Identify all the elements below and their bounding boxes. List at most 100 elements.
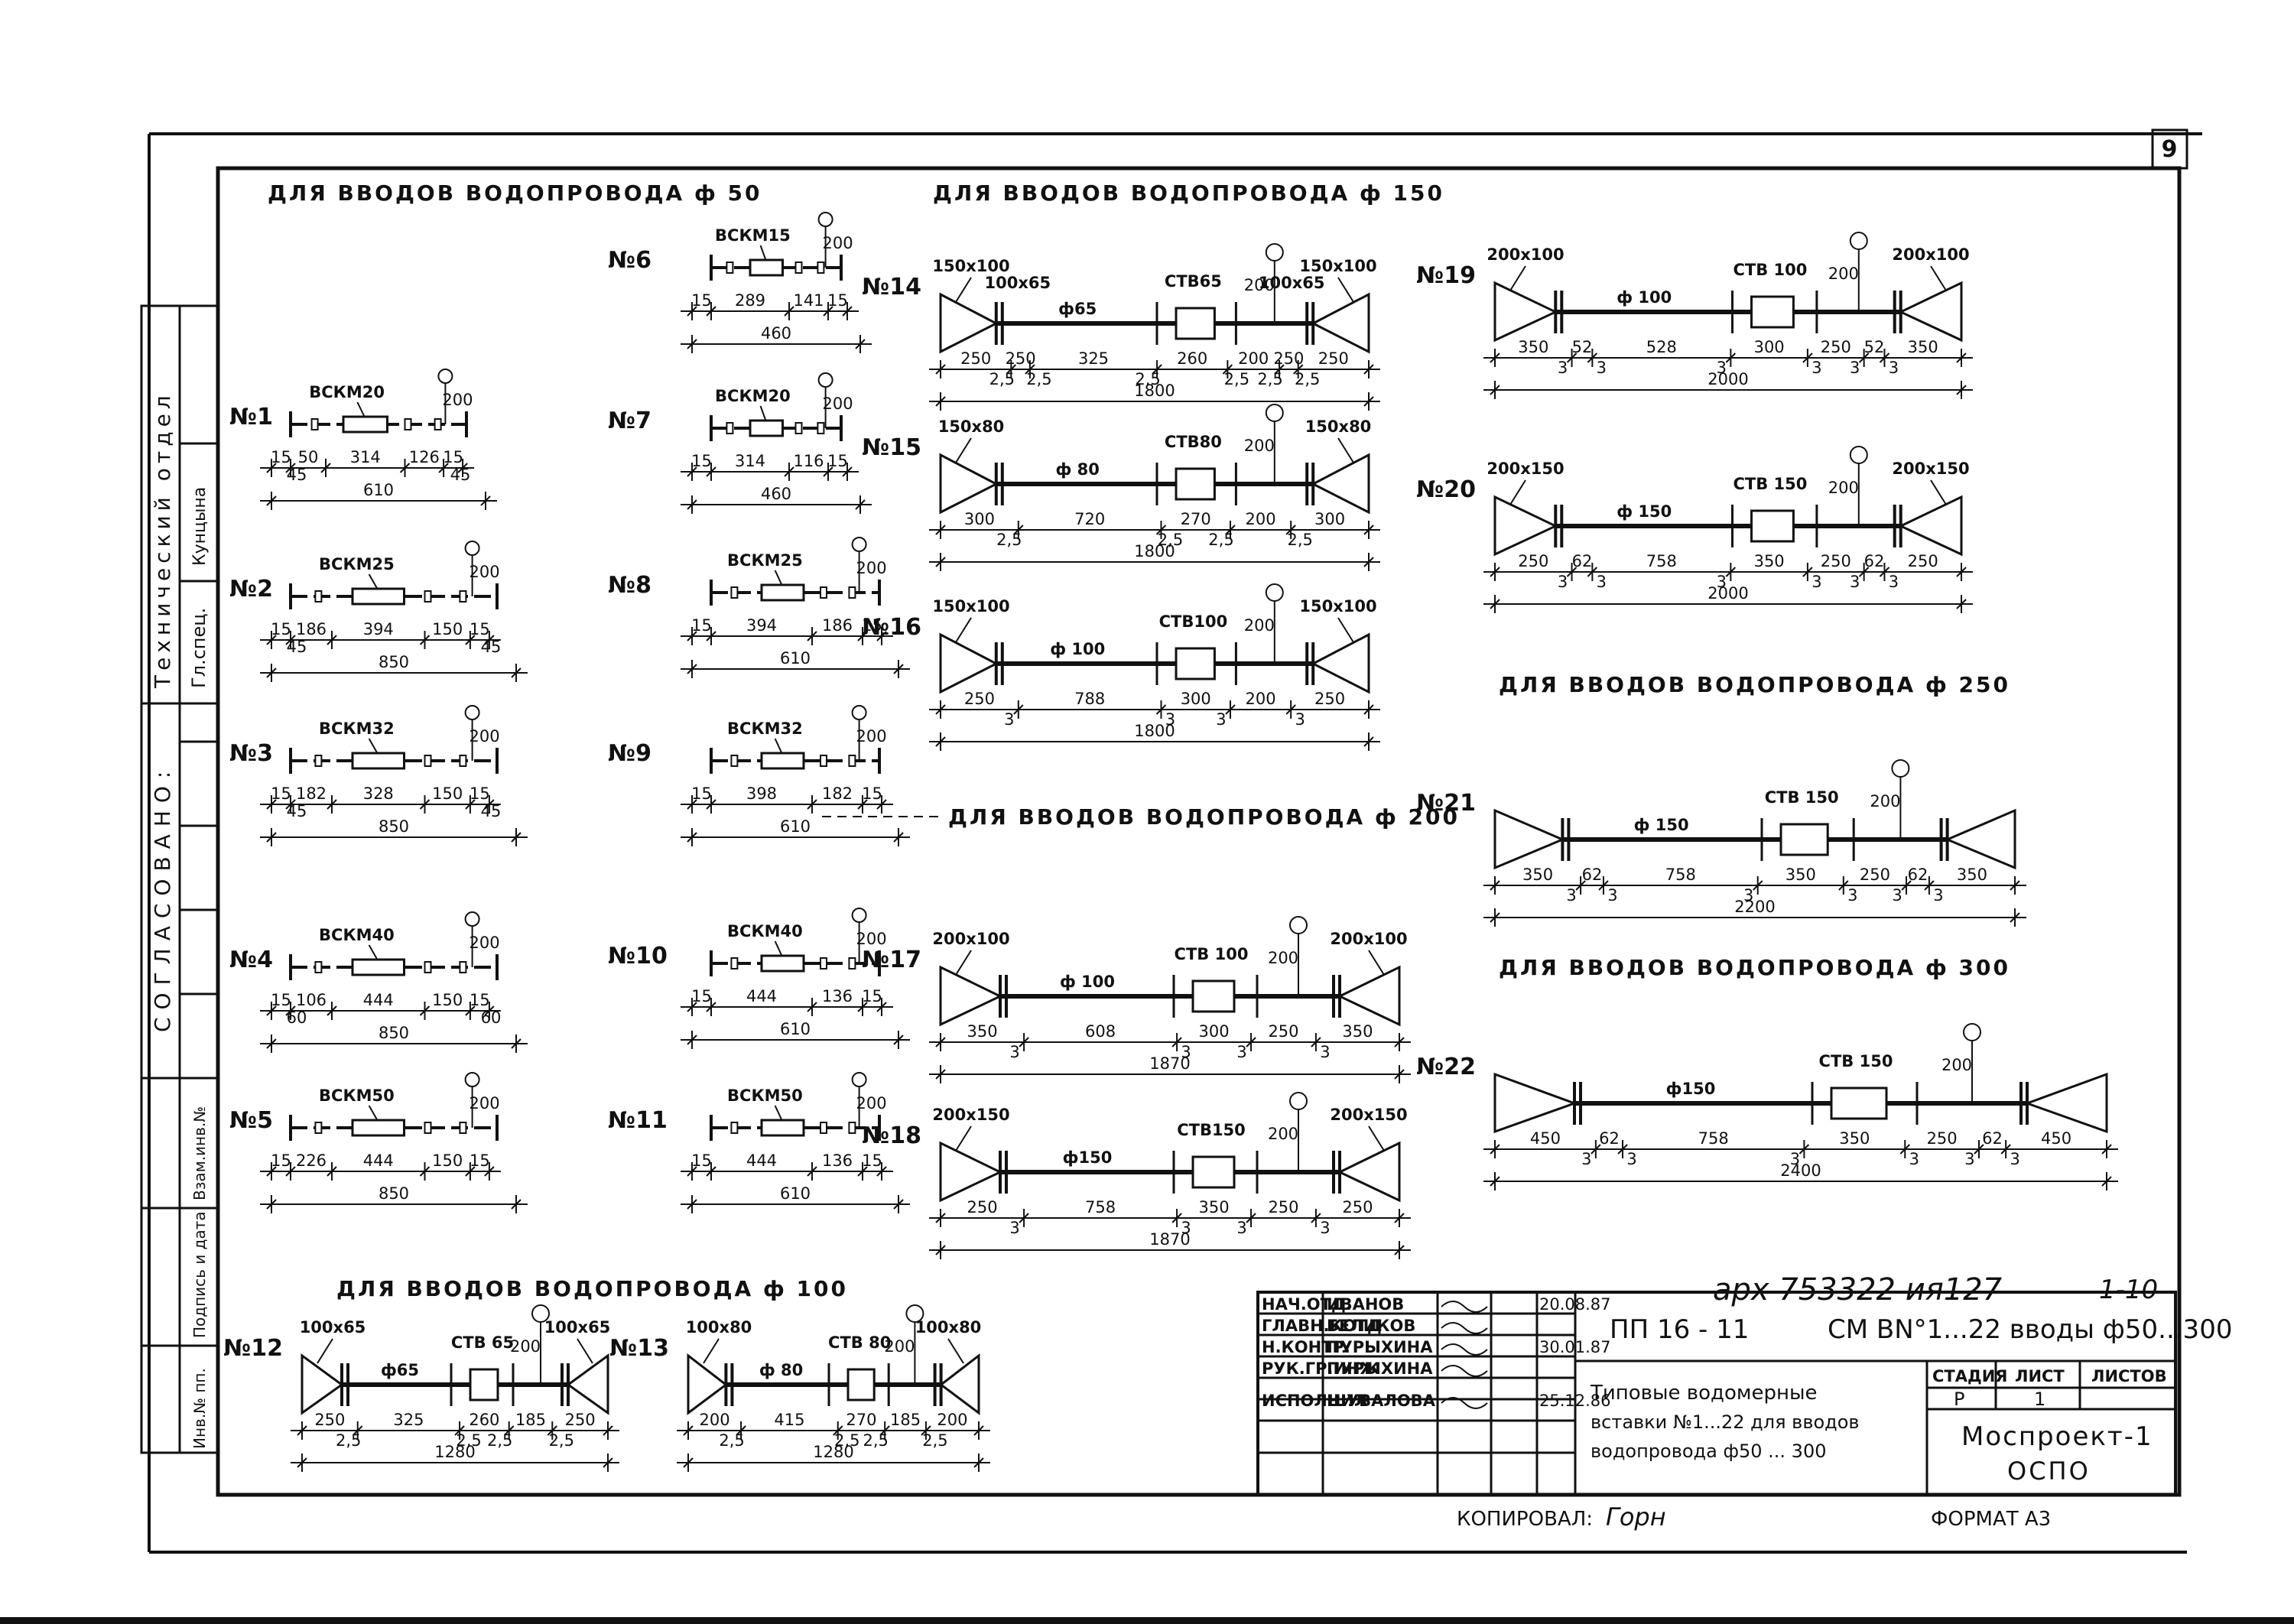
sub-2: 3 [1236, 1219, 1246, 1237]
gauge-icon [851, 705, 867, 720]
adapter-right: 200x150 [1892, 460, 1969, 478]
dim-2: 270 [1181, 510, 1211, 528]
meter-label: ВСКМ20 [715, 387, 791, 405]
dim-0: 15 [691, 291, 712, 310]
meter-label: СТВ100 [1159, 612, 1228, 631]
dim-3: 150 [432, 620, 463, 638]
signature-2 [1441, 1343, 1488, 1356]
adapter-right: 150x100 [1299, 257, 1376, 275]
dim-2: 758 [1646, 552, 1677, 570]
dim-1: 50 [298, 448, 319, 466]
dim-0: 15 [691, 616, 712, 635]
copied-label: КОПИРОВАЛ: [1457, 1508, 1593, 1531]
dim-0: 250 [1518, 552, 1548, 570]
adapter-right: 200x100 [1330, 930, 1407, 948]
dim-1: 62 [1582, 866, 1603, 884]
dim-1: 788 [1074, 690, 1105, 708]
adapter-left: 200x100 [932, 930, 1009, 948]
gauge-height: 200 [884, 1337, 915, 1356]
gauge-icon [1849, 232, 1868, 250]
total-0: 460 [761, 485, 791, 503]
insert-number: №15 [862, 434, 921, 461]
dim-3: 15 [862, 784, 882, 803]
total-0: 610 [780, 1020, 811, 1038]
dim-1: 289 [735, 291, 765, 310]
dim-3: 150 [432, 991, 463, 1009]
sub-5: 3 [2010, 1150, 2019, 1168]
dim-4: 15 [470, 991, 490, 1009]
dim-1: 394 [746, 616, 777, 635]
dim-6: 450 [2041, 1129, 2071, 1148]
dim-1: 62 [1572, 552, 1593, 570]
sub-1: 2,5 [1026, 370, 1051, 388]
gauge-icon [531, 1304, 550, 1323]
sub-1: 3 [1181, 1219, 1191, 1237]
total-0: 850 [379, 1184, 409, 1203]
total-0: 2000 [1708, 584, 1748, 603]
signature-0 [1441, 1301, 1488, 1313]
reducer-right [1898, 281, 1963, 343]
sub-0: 3 [1558, 573, 1568, 591]
gauge-height: 200 [1941, 1056, 1972, 1074]
meter-label: СТВ80 [1165, 433, 1222, 451]
gauge-height: 200 [1268, 949, 1298, 967]
meter-body [1175, 467, 1216, 501]
dim-5: 62 [1864, 552, 1885, 570]
dim-6: 350 [1957, 866, 1987, 884]
sub-0: 3 [1004, 710, 1014, 729]
gauge-height: 200 [1828, 265, 1859, 283]
reducer-left [939, 292, 999, 354]
dim-5: 62 [1982, 1129, 2003, 1148]
tb-name-4: ШУВАЛОВА [1327, 1392, 1436, 1410]
reducer-left [687, 1353, 728, 1415]
dim-1: 758 [1085, 1198, 1116, 1216]
total-0: 850 [379, 1024, 409, 1042]
dim-5: 62 [1908, 866, 1928, 884]
header-d300: ДЛЯ ВВОДОВ ВОДОПРОВОДА ф 300 [1499, 955, 2010, 980]
sub-0: 2,5 [989, 370, 1015, 388]
pipe-diameter: ф 80 [759, 1361, 803, 1379]
adapter-left: 150x80 [938, 417, 1005, 436]
pipe-diameter: ф150 [1063, 1148, 1113, 1167]
insert-number: №12 [223, 1335, 283, 1362]
dim-3: 150 [432, 1151, 463, 1170]
insert-number: №14 [862, 274, 921, 300]
meter-label: СТВ 150 [1765, 788, 1839, 807]
org-line-1: Моспроект-1 [1961, 1421, 2153, 1452]
meter-body [760, 954, 805, 973]
gauge-height: 200 [1244, 437, 1275, 455]
dim-0: 15 [271, 1151, 291, 1170]
tb-name-1: БЕЛИКОВ [1327, 1317, 1415, 1335]
dim-3: 350 [1839, 1129, 1870, 1148]
desc-line-3: водопровода ф50 ... 300 [1591, 1440, 1826, 1462]
reducer-left [1493, 281, 1558, 343]
tb-name-0: ИВАНОВ [1327, 1295, 1404, 1314]
sub-3: 2,5 [549, 1431, 574, 1450]
gauge-height: 200 [856, 727, 887, 745]
sub-1: 3 [1626, 1150, 1636, 1168]
meter-body [342, 415, 388, 434]
sub-2: 2,5 [1208, 531, 1233, 549]
sub-left: 45 [287, 466, 307, 484]
side-inv-orig: Инв.№ пп. [190, 1368, 209, 1449]
tb-date-0: 20.08.87 [1539, 1295, 1611, 1314]
dim-4: 250 [1927, 1129, 1958, 1148]
dim-2: 758 [1698, 1129, 1729, 1148]
dim-2: 328 [363, 784, 394, 803]
dim-0: 15 [271, 991, 291, 1009]
dim-0: 200 [699, 1411, 729, 1429]
sub-3: 3 [1295, 710, 1305, 729]
adapter-right: 100x80 [915, 1318, 982, 1337]
dim-1: 226 [296, 1151, 327, 1170]
gauge-icon [817, 372, 833, 388]
reducer-left [939, 632, 999, 694]
sub-1: 3 [1165, 710, 1175, 729]
dim-2: 444 [363, 991, 394, 1009]
reducer-left [939, 965, 1003, 1027]
insert-number: №16 [862, 614, 921, 641]
dim-3: 260 [1177, 349, 1207, 368]
gauge-icon [1891, 759, 1910, 778]
sheets-head: ЛИСТОВ [2091, 1367, 2167, 1385]
